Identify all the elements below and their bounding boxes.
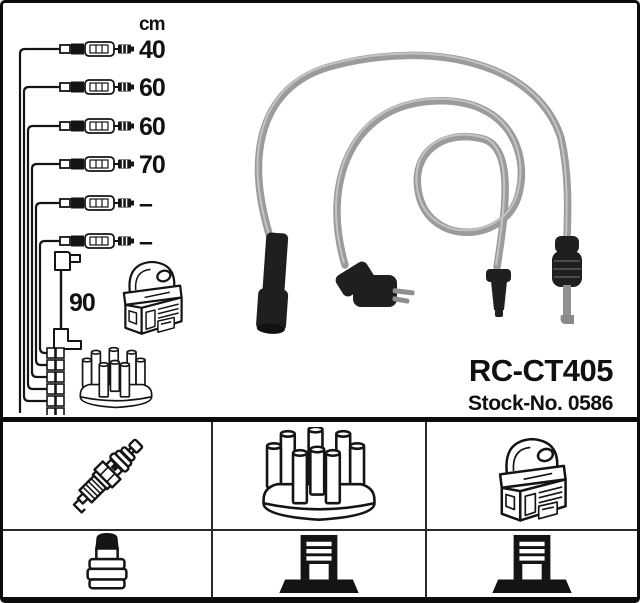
coil-terminal-icon <box>486 534 578 594</box>
grid-cell-spark-plug <box>3 422 213 529</box>
cable-connector-drawings <box>59 41 135 249</box>
photo-cable-outer-highlight <box>256 52 568 239</box>
product-photo <box>254 51 582 334</box>
photo-elbow-connector <box>335 261 415 307</box>
photo-coil-terminal <box>552 236 582 324</box>
plug-terminal-nut-icon <box>81 533 133 595</box>
cable-length-label-5: – <box>139 190 153 218</box>
grid-cell-plug-terminal <box>3 529 213 597</box>
stock-number: Stock-No. 0586 <box>468 391 613 415</box>
photo-distributor-boot <box>486 269 511 317</box>
spark-plug-icon <box>43 427 171 525</box>
cable-length-diagram: cm 40 60 60 70 – – <box>18 14 183 415</box>
distributor-cap-drawing <box>79 346 153 409</box>
cable-length-label-4: 70 <box>139 151 165 179</box>
parts-grid <box>3 417 637 597</box>
cable-length-label-2: 60 <box>139 74 165 102</box>
cable-routing-lines <box>18 47 60 413</box>
ignition-coil-icon <box>490 429 574 523</box>
cable-length-label-1: 40 <box>139 36 165 64</box>
cable-length-label-3: 60 <box>139 113 165 141</box>
part-id-block: RC-CT405 Stock-No. 0586 <box>373 353 614 416</box>
length-column-header: cm <box>139 14 165 35</box>
coil-wire-length-label: 90 <box>69 289 95 317</box>
photo-cable-inner <box>333 97 526 271</box>
distributor-terminal-stubs <box>46 347 65 415</box>
grid-cell-distributor-cap <box>213 422 427 529</box>
grid-cell-coil-terminal <box>427 529 637 597</box>
part-number: RC-CT405 <box>468 353 614 388</box>
grid-cell-distributor-terminal <box>213 529 427 597</box>
distributor-terminal-icon <box>273 534 365 594</box>
grid-cell-ignition-coil <box>427 422 637 529</box>
photo-plug-boot <box>256 232 289 334</box>
photo-cable-inner-highlight <box>335 97 522 266</box>
cable-length-label-6: – <box>139 228 153 256</box>
ignition-coil-drawing <box>122 260 183 335</box>
distributor-cap-icon <box>258 427 380 524</box>
